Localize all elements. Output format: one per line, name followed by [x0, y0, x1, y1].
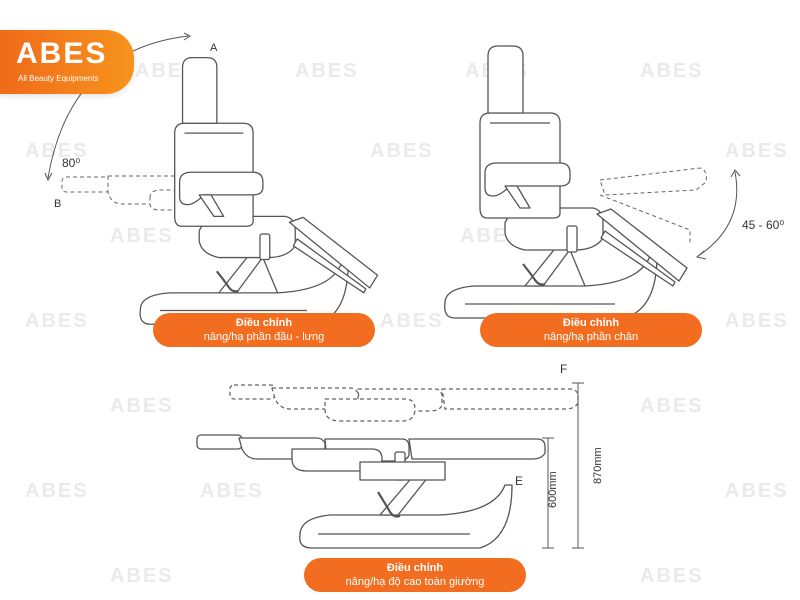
height-marker-high: F — [560, 362, 568, 376]
watermark: ABES — [640, 60, 704, 82]
height-value-low: 600mm — [547, 471, 559, 508]
point-label-bottom: B — [54, 198, 62, 210]
watermark: ABES — [25, 310, 89, 332]
caption-subtitle: nâng/hạ phần đầu - lưng — [203, 331, 325, 343]
angle-label-leg: 45 - 60⁰ — [742, 218, 785, 232]
watermark: ABES — [200, 480, 264, 502]
watermark: ABES — [110, 225, 174, 247]
watermark: ABES — [640, 395, 704, 417]
chair-drawing-back-adjust — [44, 32, 379, 326]
caption-title: Điều chỉnh — [386, 562, 444, 574]
logo-mark: ABES — [16, 37, 108, 70]
watermark: ABES — [725, 480, 789, 502]
caption-badge-back: Điều chỉnh nâng/hạ phần đầu - lưng — [153, 313, 375, 347]
caption-badge-leg: Điều chỉnh nâng/hạ phần chân — [480, 313, 702, 347]
watermark: ABES — [380, 310, 444, 332]
watermark: ABES — [25, 480, 89, 502]
watermark: ABES — [640, 565, 704, 587]
angle-label-back: 80⁰ — [62, 156, 81, 170]
watermark: ABES — [135, 60, 199, 82]
chair-drawing-leg-adjust — [443, 44, 741, 320]
caption-title: Điều chỉnh — [235, 317, 293, 329]
caption-subtitle: nâng/hạ phần chân — [543, 331, 639, 343]
height-marker-low: E — [515, 474, 524, 488]
caption-subtitle: nâng/hạ độ cao toàn giường — [345, 576, 485, 588]
watermark: ABES — [370, 140, 434, 162]
brand-logo: ABES All Beauty Equipments — [0, 30, 134, 94]
watermark: ABES — [725, 310, 789, 332]
caption-title: Điều chỉnh — [562, 317, 620, 329]
watermark: ABES — [110, 565, 174, 587]
chair-drawing-height-adjust — [196, 382, 584, 549]
point-label-top: A — [210, 42, 218, 54]
watermark: ABES — [110, 395, 174, 417]
watermark: ABES — [25, 140, 89, 162]
height-value-high: 870mm — [592, 447, 604, 484]
watermark: ABES — [295, 60, 359, 82]
caption-badge-height: Điều chỉnh nâng/hạ độ cao toàn giường — [304, 558, 526, 592]
logo-tagline: All Beauty Equipments — [18, 74, 99, 83]
watermark: ABES — [725, 140, 789, 162]
